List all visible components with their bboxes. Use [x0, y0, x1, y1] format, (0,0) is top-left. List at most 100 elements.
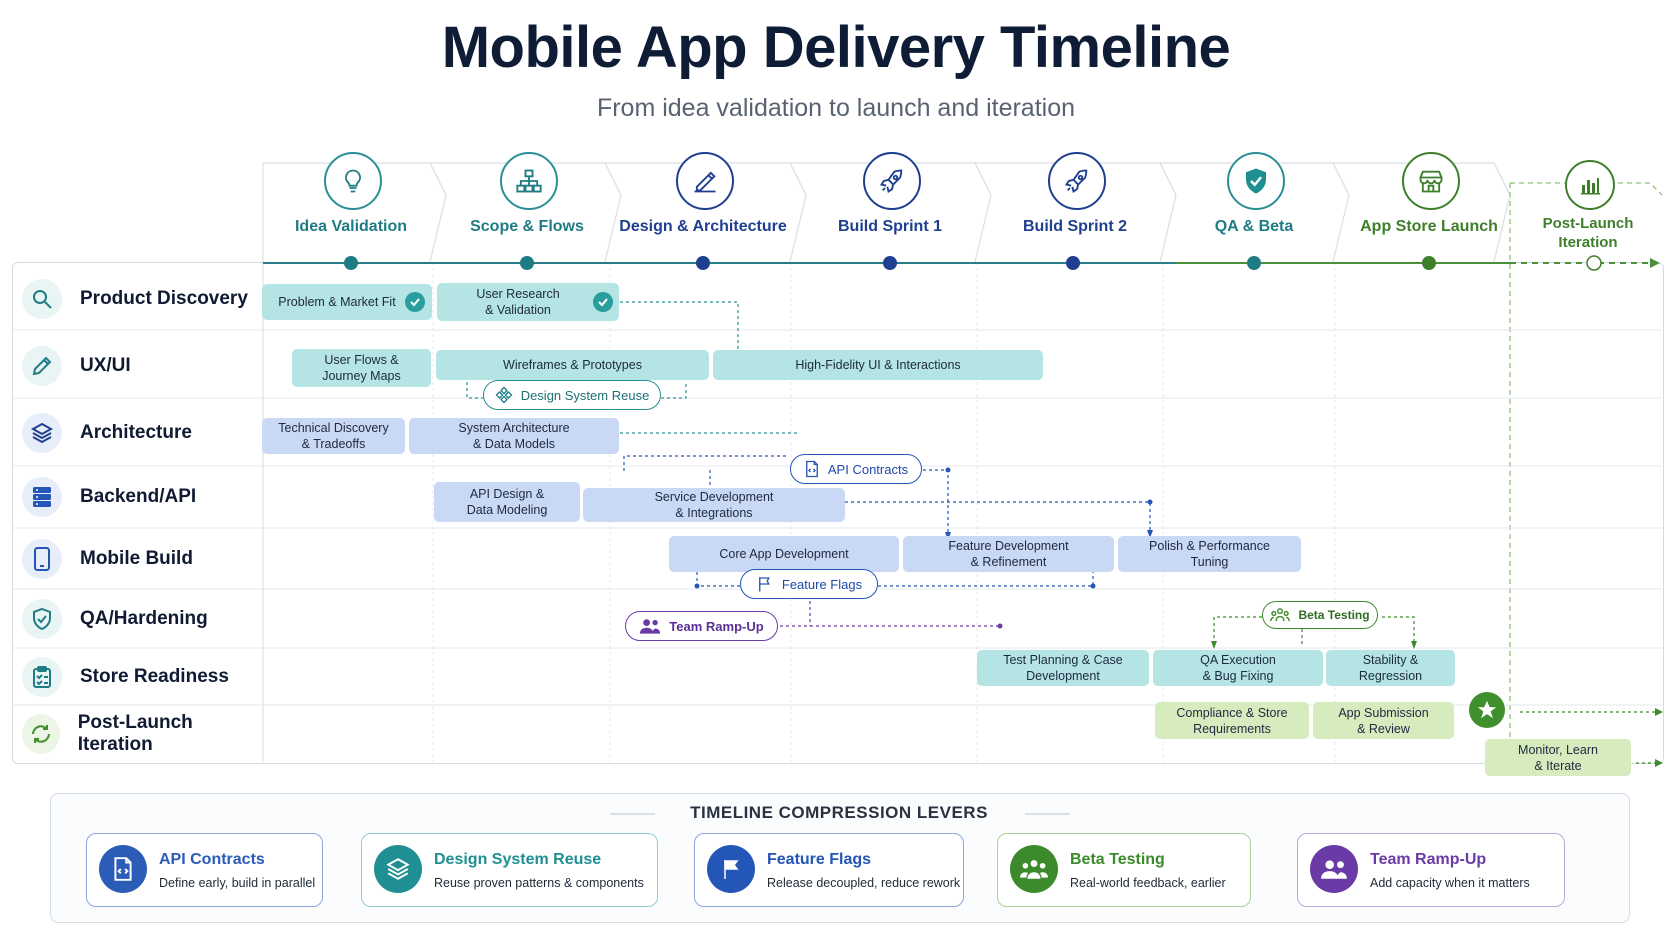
task-label: API Design & Data Modeling [466, 487, 548, 517]
bar-chart-icon [1565, 160, 1615, 210]
lever-desc: Real-world feedback, earlier [1070, 876, 1226, 890]
task-label: User Flows & Journey Maps [322, 353, 401, 383]
lever-design-system-reuse[interactable]: Design System Reuse Reuse proven pattern… [361, 833, 658, 907]
task-api-design[interactable]: API Design & Data Modeling [434, 482, 580, 522]
task-label: Stability & Regression [1358, 653, 1423, 683]
task-wireframes-prototypes[interactable]: Wireframes & Prototypes [436, 350, 709, 380]
lever-desc: Release decoupled, reduce rework [767, 876, 961, 890]
row-post-launch-iteration: Post-Launch Iteration [12, 706, 262, 762]
task-app-submission[interactable]: App Submission & Review [1313, 702, 1454, 739]
task-stability-regression[interactable]: Stability & Regression [1326, 650, 1455, 686]
task-qa-execution[interactable]: QA Execution & Bug Fixing [1153, 650, 1323, 686]
phase-label: Post-Launch Iteration [1542, 215, 1634, 251]
lever-title: API Contracts [159, 851, 265, 868]
design-pencil-icon [676, 152, 734, 210]
phase-qa-beta: QA & Beta [1175, 152, 1333, 264]
task-label: Problem & Market Fit [278, 295, 396, 309]
task-system-architecture[interactable]: System Architecture & Data Models [409, 418, 619, 454]
row-label: Product Discovery [80, 288, 248, 309]
layers-icon [22, 413, 62, 453]
pencil-icon [22, 346, 62, 386]
rocket-icon [1048, 152, 1106, 210]
task-test-planning[interactable]: Test Planning & Case Development [977, 650, 1149, 686]
storefront-icon [1402, 152, 1460, 210]
task-label: User Research & Validation [476, 287, 560, 317]
group-icon [1270, 608, 1291, 622]
callout-label: Team Ramp-Up [669, 618, 764, 634]
page-title: Mobile App Delivery Timeline [441, 15, 1231, 80]
lightbulb-icon [324, 152, 382, 210]
row-label: Backend/API [80, 486, 197, 507]
check-icon [405, 292, 425, 312]
task-high-fidelity-ui[interactable]: High-Fidelity UI & Interactions [713, 350, 1043, 380]
row-label: QA/Hardening [80, 608, 208, 629]
check-icon [593, 292, 613, 312]
task-label: Technical Discovery & Tradeoffs [278, 421, 389, 451]
page-subtitle: From idea validation to launch and itera… [596, 94, 1076, 122]
row-architecture: Architecture [12, 404, 262, 462]
phase-build-sprint-1: Build Sprint 1 [805, 152, 975, 264]
task-core-app-development[interactable]: Core App Development [669, 536, 899, 572]
task-technical-discovery[interactable]: Technical Discovery & Tradeoffs [262, 418, 405, 454]
document-code-icon [99, 845, 147, 893]
callout-api-contracts[interactable]: API Contracts [790, 454, 922, 484]
group-icon [1010, 845, 1058, 893]
lever-desc: Add capacity when it matters [1370, 876, 1530, 890]
task-label: Wireframes & Prototypes [503, 358, 642, 372]
lever-title: Beta Testing [1070, 851, 1165, 868]
phase-app-store-launch: App Store Launch [1345, 152, 1513, 264]
phase-label: QA & Beta [1214, 218, 1294, 235]
levers-title-rule [610, 813, 1070, 815]
task-label: High-Fidelity UI & Interactions [795, 358, 961, 372]
lever-beta-testing[interactable]: Beta Testing Real-world feedback, earlie… [997, 833, 1251, 907]
callout-beta-testing[interactable]: Beta Testing [1262, 601, 1378, 629]
layers-icon [374, 845, 422, 893]
document-code-icon [805, 460, 818, 478]
lever-feature-flags[interactable]: Feature Flags Release decoupled, reduce … [694, 833, 964, 907]
launch-star-icon [1469, 692, 1505, 728]
callout-design-system-reuse[interactable]: Design System Reuse [483, 380, 661, 410]
task-label: Core App Development [719, 547, 849, 561]
task-label: QA Execution & Bug Fixing [1200, 653, 1276, 683]
task-compliance-store[interactable]: Compliance & Store Requirements [1155, 702, 1309, 739]
people-icon [1310, 845, 1358, 893]
shield-check-icon [1227, 152, 1285, 210]
lever-team-ramp-up[interactable]: Team Ramp-Up Add capacity when it matter… [1297, 833, 1565, 907]
task-problem-market-fit[interactable]: Problem & Market Fit [262, 284, 432, 320]
task-user-flows[interactable]: User Flows & Journey Maps [292, 349, 431, 387]
flowchart-icon [500, 152, 558, 210]
task-label: Compliance & Store Requirements [1176, 705, 1288, 736]
callout-team-ramp-up[interactable]: Team Ramp-Up [625, 611, 778, 641]
shield-check-icon [22, 599, 62, 639]
row-mobile-build: Mobile Build [12, 530, 262, 588]
phase-label: Build Sprint 1 [838, 218, 942, 235]
row-label: Store Readiness [80, 666, 229, 687]
callout-label: Design System Reuse [520, 387, 650, 403]
lever-api-contracts[interactable]: API Contracts Define early, build in par… [86, 833, 323, 907]
phase-label: Idea Validation [294, 218, 408, 235]
row-product-discovery: Product Discovery [12, 270, 262, 328]
task-label: Test Planning & Case Development [1003, 653, 1123, 683]
task-feature-development[interactable]: Feature Development & Refinement [903, 536, 1114, 572]
row-label: Mobile Build [80, 548, 193, 569]
callout-label: Feature Flags [781, 576, 863, 592]
task-service-development[interactable]: Service Development & Integrations [583, 488, 845, 522]
flag-icon [758, 577, 770, 592]
search-icon [22, 279, 62, 319]
task-user-research[interactable]: User Research & Validation [437, 283, 619, 321]
people-icon [640, 619, 661, 634]
phase-label: Design & Architecture [619, 218, 787, 235]
row-backend-api: Backend/API [12, 468, 262, 526]
task-label: Service Development & Integrations [654, 490, 774, 520]
callout-feature-flags[interactable]: Feature Flags [740, 569, 878, 599]
row-label: Post-Launch Iteration [77, 712, 193, 755]
components-icon [495, 386, 513, 404]
lever-title: Team Ramp-Up [1370, 851, 1487, 868]
smartphone-icon [22, 539, 62, 579]
task-polish-performance[interactable]: Polish & Performance Tuning [1118, 536, 1301, 572]
row-qa-hardening: QA/Hardening [12, 591, 262, 647]
row-store-readiness: Store Readiness [12, 649, 262, 705]
task-monitor-iterate[interactable]: Monitor, Learn & Iterate [1485, 739, 1631, 776]
lever-title: Feature Flags [767, 851, 872, 868]
